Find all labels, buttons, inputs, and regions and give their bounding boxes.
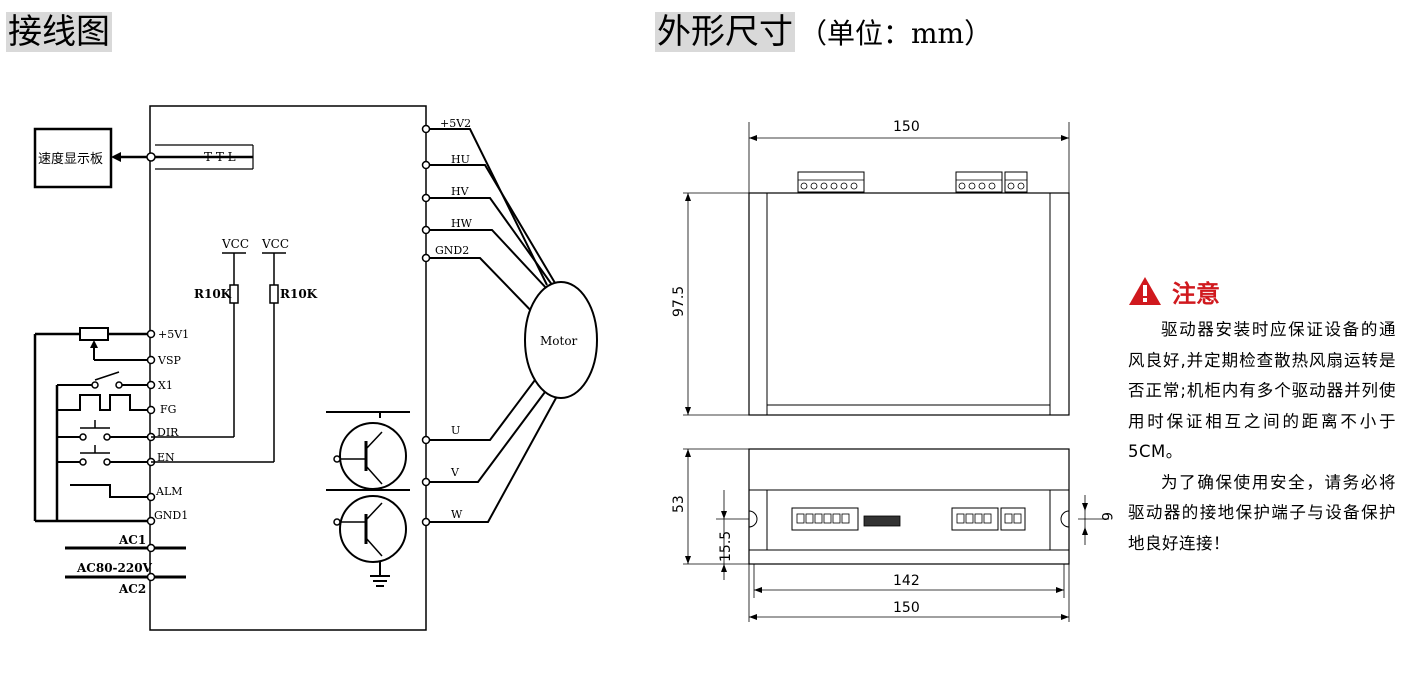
top-view-outline: [748, 192, 1070, 416]
pin-right-hw: HW: [451, 217, 473, 230]
dim-height-bottom: 53: [671, 495, 687, 513]
wiring-heading: 接线图: [6, 9, 112, 55]
pin-right-hu: HU: [451, 153, 470, 166]
caution-title: 注意: [1172, 279, 1220, 308]
pin-left-en: EN: [157, 451, 175, 464]
wiring-heading-text: 接线图: [6, 12, 112, 52]
vcc2-label: VCC: [261, 237, 289, 251]
display-board-box: [33, 127, 113, 189]
warning-icon: [1129, 277, 1161, 305]
pin-right-w: W: [451, 508, 463, 521]
ttl-label: T T L: [204, 150, 236, 164]
transistor-bottom-icon: [339, 495, 407, 563]
pin-right-gnd2: GND2: [435, 244, 469, 257]
dim-hole-dia: 6: [1098, 512, 1114, 521]
dim-height-top: 97.5: [671, 286, 687, 317]
dims-heading: 外形尺寸（单位：mm）: [655, 9, 992, 55]
vcc1-label: VCC: [221, 237, 249, 251]
pin-left-x1: X1: [158, 379, 173, 392]
transistor-top-icon: [339, 422, 407, 490]
pin-right-hv: HV: [451, 185, 470, 198]
ac-input-label: AC80-220V: [76, 561, 153, 575]
caution-panel: 注意 驱动器安装时应保证设备的通风良好,并定期检查散热风扇运转是否正常;机柜内有…: [1128, 275, 1396, 559]
dims-heading-text: 外形尺寸: [655, 12, 795, 52]
r1-label: R10K: [194, 287, 232, 301]
motor-label: Motor: [540, 334, 578, 348]
pin-left-5v1: +5V1: [158, 328, 189, 341]
dim-width-bottom: 150: [893, 600, 920, 616]
pin-left-alm: ALM: [155, 485, 183, 498]
pin-right-5v2: +5V2: [440, 117, 471, 130]
dim-hole-offset: 15.5: [718, 531, 734, 562]
caution-title-row: 注意: [1128, 275, 1396, 308]
ac2-label: AC2: [118, 582, 146, 596]
pin-right-v: V: [450, 466, 460, 479]
ac1-label: AC1: [118, 533, 146, 547]
pin-left-vsp: VSP: [157, 354, 181, 367]
pin-right-u: U: [451, 424, 460, 437]
pin-left-gnd1: GND1: [154, 509, 188, 522]
front-view-outline: [748, 448, 1070, 565]
dim-width-top: 150: [893, 119, 920, 135]
dims-unit: （单位：mm）: [799, 17, 993, 50]
dim-hole-span: 142: [893, 573, 920, 589]
display-board-label: 速度显示板: [38, 151, 103, 167]
driver-box: [149, 105, 427, 631]
caution-paragraph-2: 为了确保使用安全，请务必将驱动器的接地保护端子与设备保护地良好连接！: [1128, 472, 1396, 553]
ttl-arrow-icon: [111, 152, 121, 162]
r2-label: R10K: [280, 287, 318, 301]
motor-circle: [524, 281, 598, 399]
caution-paragraph-1: 驱动器安装时应保证设备的通风良好,并定期检查散热风扇运转是否正常;机柜内有多个驱…: [1128, 320, 1396, 461]
pin-left-dir: DIR: [157, 426, 179, 439]
pin-left-fg: FG: [160, 403, 176, 416]
